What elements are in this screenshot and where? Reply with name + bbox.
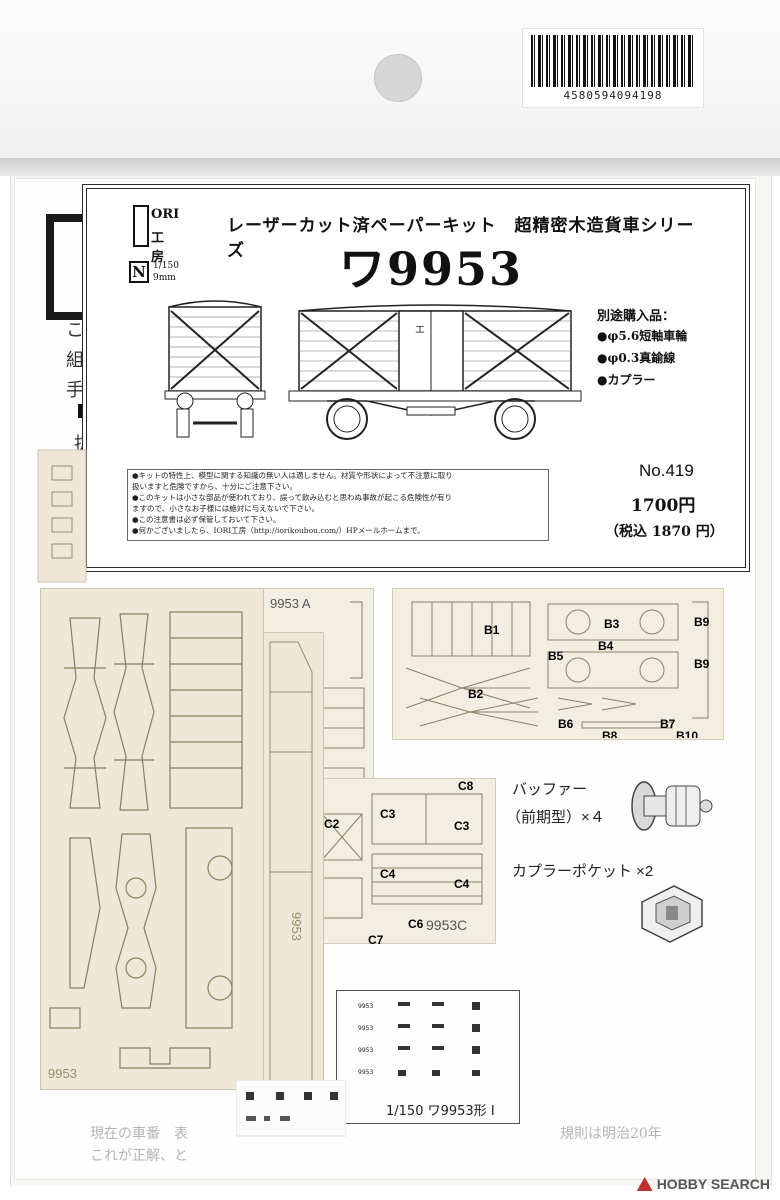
decal-caption: 1/150 ワ9953形 I [386,1104,495,1119]
svg-text:手: 手 [66,380,84,401]
safety-notice: ●キットの特性上、模型に関する知識の無い人は適しません。材質や形状によって不注意… [127,469,549,541]
svg-text:こ: こ [66,320,84,341]
part-label: C6 [408,917,424,931]
sheet-c-mark: 9953C [426,917,467,933]
sheet-side-parts: 9953 [269,641,313,1093]
svg-text:組: 組 [66,350,84,371]
part-label: C3 [454,819,470,833]
chassis-sheet-mark: 9953 [48,1066,77,1081]
product-number: No.419 [639,461,694,480]
sheet-edge-left [37,449,87,583]
product-label-card: ORI 工房 N 1/150 9mm レーザーカット済ペーパーキット 超精密木造… [86,188,746,568]
part-label: B7 [660,717,676,731]
side-mark: エ [415,325,425,336]
part-label: C2 [324,817,340,831]
part-label: C4 [454,877,470,891]
price-with-tax: （税込 1870 円） [605,524,724,540]
svg-text:これが正解、と: これが正解、と [90,1148,188,1164]
side-sheet-mark: 9953 [289,912,304,941]
notice-line: ●キットの特性上、模型に関する知識の無い人は適しません。材質や形状によって不注意… [132,471,453,480]
barcode-sticker: 4580594094198 [522,28,704,108]
scale-badge: N 1/150 9mm [129,259,203,287]
hobby-search-logo-icon [636,1177,653,1191]
decal-sheet [336,990,520,1124]
part-label: C8 [458,779,474,793]
svg-text:9953: 9953 [358,1025,373,1032]
part-label: B5 [548,649,564,663]
scale-ratio: 1/150 [153,261,179,271]
paper-strip [236,1080,346,1137]
wagon-side-drawing: エ [288,304,582,440]
maker-logo: ORI 工房 [133,205,179,265]
bag-seal [0,158,780,176]
part-label: C7 [368,933,384,947]
sheet-side [262,632,324,1104]
sheet-b-parts: B1 B2 B3 B4 B5 B6 B7 B8 B9 B9 B10 [405,601,710,738]
part-label: C4 [380,867,396,881]
part-label: B3 [604,617,620,631]
model-title: ワ9953 [339,242,524,296]
svg-text:9953: 9953 [358,1003,373,1010]
hang-hole [374,54,422,102]
sheet-a-label: 9953 A [270,596,311,611]
notice-line: ますので、小さなお子様には絶対に与えないで下さい。 [132,504,319,513]
svg-text:9953: 9953 [358,1047,373,1054]
wagon-end-drawing [164,300,266,438]
part-label: B4 [598,639,614,653]
barcode-bars [531,35,695,87]
part-label: B9 [694,615,710,629]
watermark-text: HOBBY SEARCH [656,1176,770,1192]
sheet-c-parts: C8 C3 C3 C2 C4 C4 C6 C7 9953C [321,779,483,947]
sheet-c [316,778,496,944]
buffer-quantity: （前期型）×４ [506,809,605,826]
svg-text:9953: 9953 [358,1069,373,1076]
gauge: 9mm [153,273,176,283]
instruction-footer-fragment: 現在の車番 表 これが正解、と 規則は明治20年 [90,1125,662,1164]
coupler-pocket-label: カプラーポケット ×2 [512,863,654,880]
decal-marks: 9953 9953 9953 9953 [358,1002,480,1076]
notice-line: ●このキットは小さな部品が使われており、誤って飲み込むと思わぬ事故が起こる危険性… [132,493,453,502]
svg-text:現在の車番 表: 現在の車番 表 [90,1125,188,1142]
sheet-b [392,588,724,740]
notice-line: 扱いますと危険ですから、十分にご注意下さい。 [132,482,297,491]
part-label: C3 [380,807,396,821]
barcode-number: 4580594094198 [563,89,663,102]
coupler-pocket-photo [641,885,703,943]
part-label: B9 [694,657,710,671]
parts-item: ●φ0.3真鍮線 [597,351,676,365]
part-label: B6 [558,717,574,731]
price: 1700円 [631,496,696,516]
part-label: B10 [676,729,698,738]
sheet-chassis-parts: 9953 [48,611,243,1081]
svg-text:規則は明治20年: 規則は明治20年 [560,1126,662,1142]
part-label: B2 [468,687,484,701]
buffer-part-photo [631,781,713,831]
parts-item: ●φ5.6短軸車輪 [597,329,688,343]
instruction-logo-fragment [46,214,94,320]
part-label: B1 [484,623,500,637]
scale-letter: N [129,261,149,283]
series-title: レーザーカット済ペーパーキット 超精密木造貨車シリーズ [227,216,695,261]
parts-heading: 別途購入品： [597,309,676,324]
parts-item: ●カプラー [597,373,656,387]
part-label: B8 [602,729,618,738]
notice-line: ●何かございましたら、IORI工房（http://iorikoubou.com/… [132,526,425,535]
sheet-chassis [40,588,264,1090]
buffer-label: バッファー [512,781,588,798]
notice-line: ●この注意書は必ず保管しておいて下さい。 [132,515,281,524]
watermark: HOBBY SEARCH [636,1176,770,1192]
